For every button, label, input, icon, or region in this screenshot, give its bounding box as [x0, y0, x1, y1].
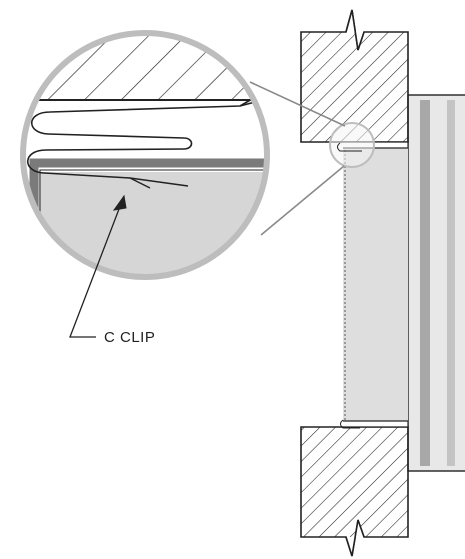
bottom-wall-section [300, 419, 409, 557]
magnifier-leader-lines [249, 81, 346, 236]
c-clip-tail [129, 177, 151, 189]
c-clip-callout: C CLIP [69, 194, 155, 346]
bottom-wall-break-mark [345, 519, 365, 557]
panel-outer [407, 94, 465, 472]
magnified-detail [20, 30, 270, 280]
panel-strip-mid [447, 100, 455, 466]
bottom-frame-lip [343, 420, 409, 428]
callout-leader-line [69, 195, 125, 338]
detail-marker-circle [329, 122, 375, 168]
callout-label: C CLIP [104, 329, 155, 346]
top-wall-break-mark [345, 9, 365, 51]
callout-arrowhead [112, 194, 127, 211]
leader-line-top [249, 81, 346, 127]
panel-body [343, 94, 465, 472]
leader-line-bottom [260, 165, 345, 236]
panel-strip-dark [420, 100, 430, 466]
detail-marker [329, 122, 375, 168]
panel-face [343, 145, 408, 423]
magnifier-ring [20, 30, 270, 280]
top-clip-small [337, 142, 362, 152]
bottom-clip-small [340, 419, 360, 429]
c-clip-shape [27, 101, 256, 187]
